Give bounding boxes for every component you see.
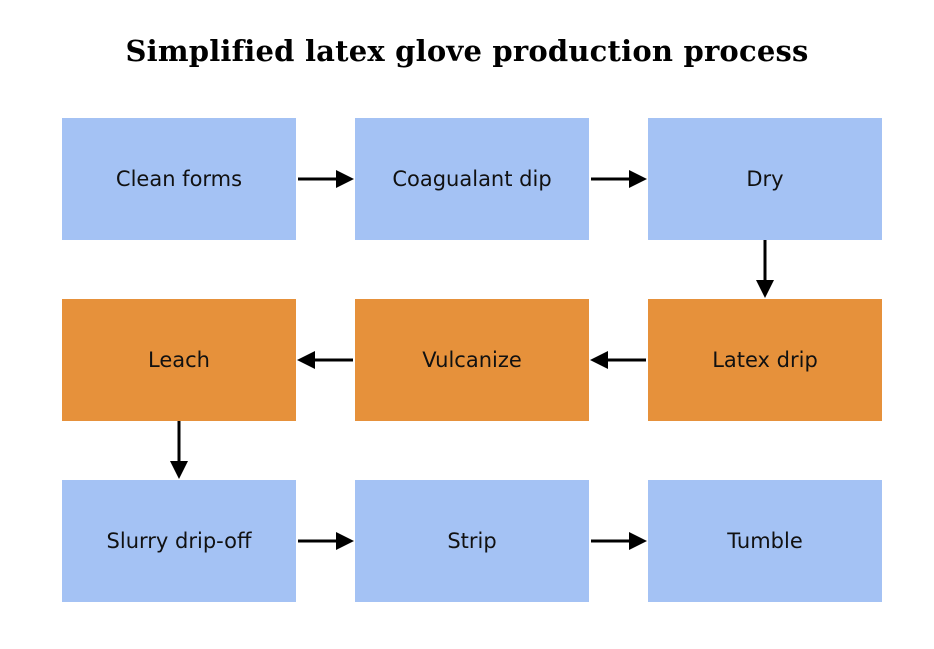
arrow-slurry-to-strip — [298, 532, 354, 550]
step-dry: Dry — [648, 118, 882, 240]
step-tumble: Tumble — [648, 480, 882, 602]
arrow-latex-drip-to-vulcanize — [590, 351, 646, 369]
step-slurry-drip-off: Slurry drip-off — [62, 480, 296, 602]
arrow-coagulant-to-dry — [591, 170, 647, 188]
arrow-vulcanize-to-leach — [297, 351, 353, 369]
step-latex-drip: Latex drip — [648, 299, 882, 421]
diagram-title: Simplified latex glove production proces… — [125, 34, 809, 68]
step-clean-forms: Clean forms — [62, 118, 296, 240]
step-leach: Leach — [62, 299, 296, 421]
arrow-leach-to-slurry — [170, 421, 188, 479]
step-strip: Strip — [355, 480, 589, 602]
arrow-clean-to-coagulant — [298, 170, 354, 188]
arrow-strip-to-tumble — [591, 532, 647, 550]
step-vulcanize: Vulcanize — [355, 299, 589, 421]
step-coagulant-dip: Coagualant dip — [355, 118, 589, 240]
arrow-dry-to-latex-drip — [756, 240, 774, 298]
